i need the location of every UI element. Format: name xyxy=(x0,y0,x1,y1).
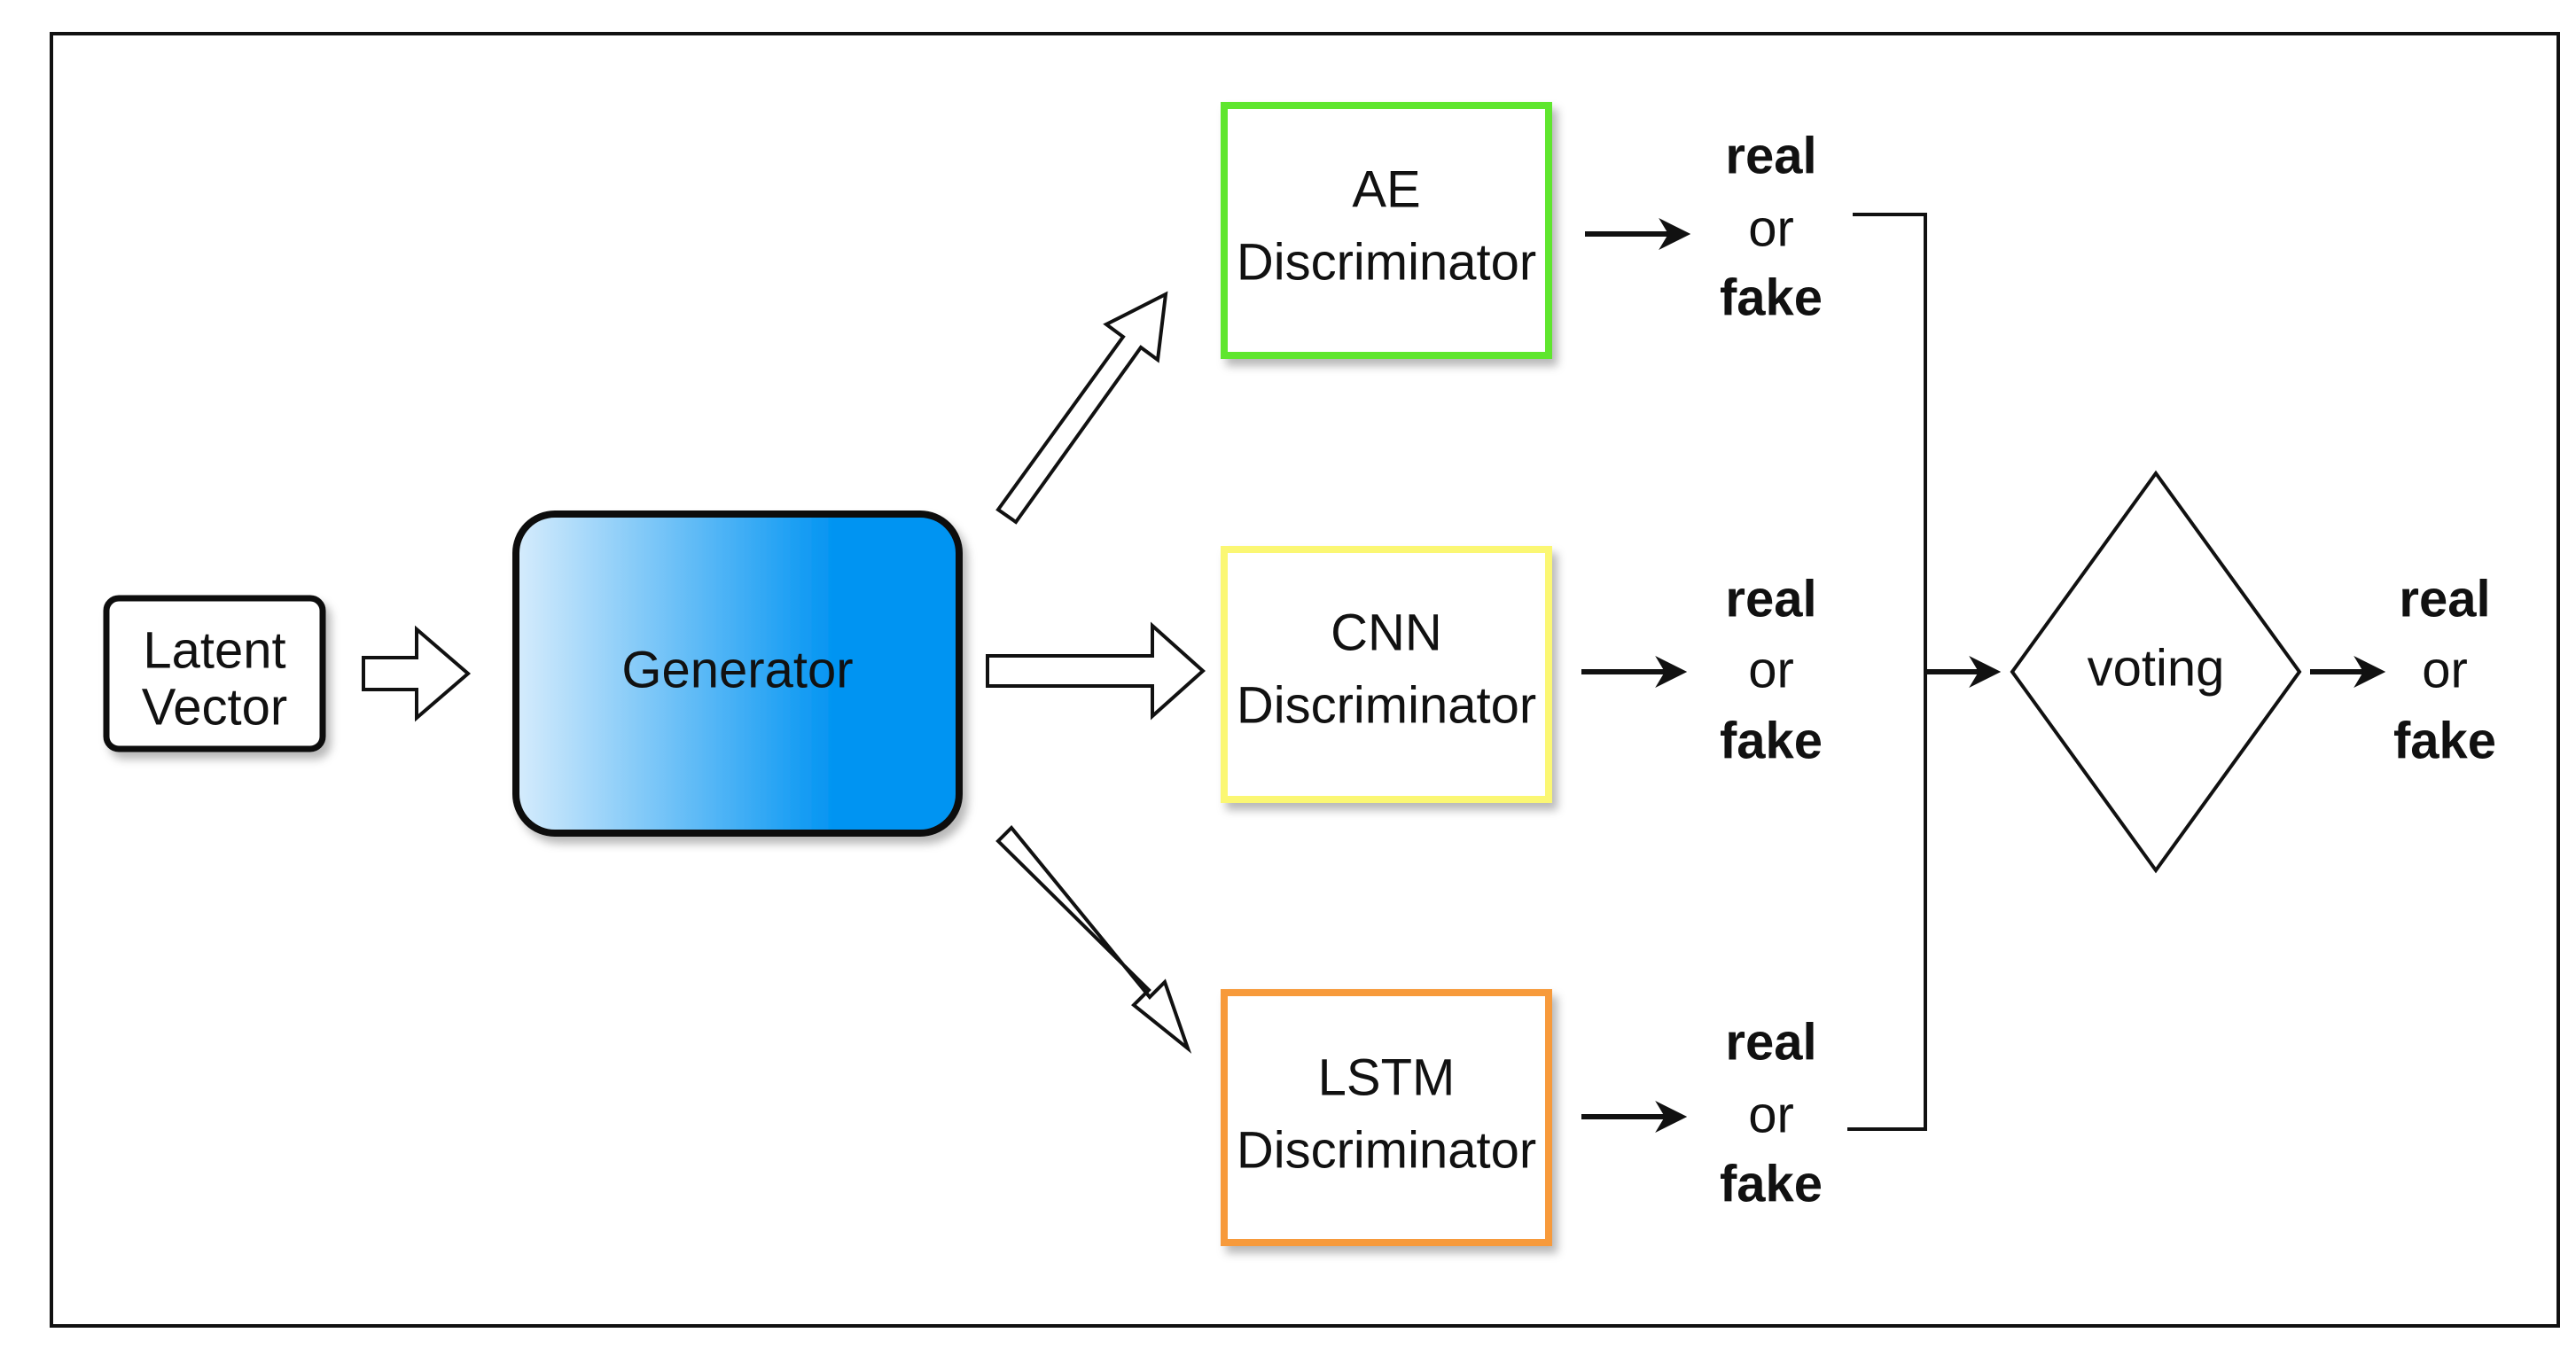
final-output-fake: fake xyxy=(2393,712,2496,769)
ae-output-real: real xyxy=(1725,127,1816,184)
latent-vector-label-line2: Vector xyxy=(142,678,287,736)
ae-discriminator-box xyxy=(1221,102,1552,359)
voting-label: voting xyxy=(2088,639,2225,697)
lstm-discriminator-label-line2: Discriminator xyxy=(1237,1121,1536,1179)
lstm-output-real: real xyxy=(1725,1013,1816,1071)
voting-diamond xyxy=(2010,470,2302,874)
lstm-output-fake: fake xyxy=(1720,1155,1823,1212)
lstm-discriminator-box xyxy=(1221,989,1552,1246)
ae-output-fake: fake xyxy=(1720,269,1823,326)
cnn-discriminator-box xyxy=(1221,546,1552,803)
cnn-discriminator-label-line1: CNN xyxy=(1331,604,1442,661)
cnn-discriminator-label-line2: Discriminator xyxy=(1237,676,1536,734)
ae-output-or: or xyxy=(1748,199,1794,257)
cnn-output: real or fake xyxy=(1720,570,1823,769)
lstm-discriminator-node: LSTM Discriminator xyxy=(1221,989,1552,1246)
ae-discriminator-node: AE Discriminator xyxy=(1221,102,1552,359)
final-output: real or fake xyxy=(2393,570,2496,769)
lstm-output: real or fake xyxy=(1720,1013,1823,1212)
generator-label: Generator xyxy=(621,641,853,698)
output-collector-bracket xyxy=(1847,213,1927,1131)
latent-vector-label-line1: Latent xyxy=(143,621,285,679)
final-output-or: or xyxy=(2422,641,2468,698)
lstm-discriminator-label-line1: LSTM xyxy=(1318,1048,1456,1106)
generator-box xyxy=(512,511,963,837)
voting-node: voting xyxy=(2010,470,2302,874)
cnn-discriminator-node: CNN Discriminator xyxy=(1221,546,1552,803)
generator-to-cnn-arrow xyxy=(986,621,1206,721)
latent-vector-box xyxy=(103,595,326,752)
generator-to-ae-arrow xyxy=(995,291,1168,525)
generator-to-lstm-arrow xyxy=(995,825,1192,1054)
outer-frame xyxy=(50,32,2560,1328)
ae-discriminator-label-line1: AE xyxy=(1352,160,1420,218)
generator-node: Generator xyxy=(512,511,963,837)
lstm-output-or: or xyxy=(1748,1086,1794,1143)
cnn-output-real: real xyxy=(1725,570,1816,627)
cnn-output-fake: fake xyxy=(1720,712,1823,769)
cnn-output-or: or xyxy=(1748,641,1794,698)
latent-vector-node: Latent Vector xyxy=(103,595,326,752)
final-output-real: real xyxy=(2399,570,2490,627)
latent-to-generator-arrow xyxy=(362,625,472,722)
ae-discriminator-label-line2: Discriminator xyxy=(1237,233,1536,291)
ae-output: real or fake xyxy=(1720,127,1823,326)
